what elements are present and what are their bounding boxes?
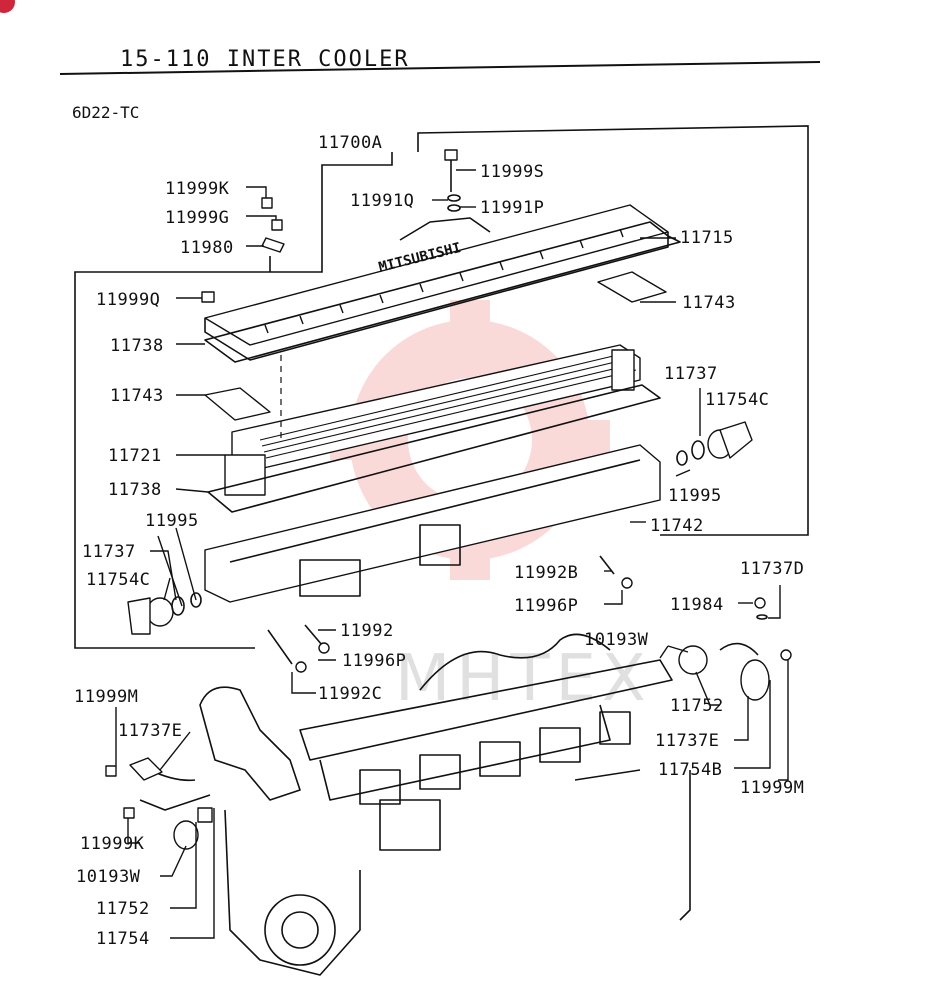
leader-lines bbox=[115, 169, 789, 939]
callout-11992B: 11992B bbox=[514, 563, 578, 583]
callout-11738-upper: 11738 bbox=[110, 336, 164, 356]
callout-11700A: 11700A bbox=[318, 133, 382, 153]
callout-11737E-left: 11737E bbox=[118, 721, 182, 741]
callout-11999K: 11999K bbox=[165, 179, 230, 199]
callout-11996P-left: 11996P bbox=[342, 651, 406, 671]
callout-11980: 11980 bbox=[180, 238, 234, 258]
callout-11992C: 11992C bbox=[318, 684, 382, 704]
assembly-bracket-left bbox=[74, 152, 393, 649]
bolts bbox=[201, 149, 768, 673]
outlet-11754C-left bbox=[127, 592, 202, 635]
gasket-11738-lower bbox=[207, 384, 661, 513]
callout-11992: 11992 bbox=[340, 621, 394, 641]
callout-11721: 11721 bbox=[108, 446, 162, 466]
gasket-11738-upper bbox=[204, 221, 681, 363]
callout-11715: 11715 bbox=[680, 228, 734, 248]
callout-11737D: 11737D bbox=[740, 559, 804, 579]
callout-11999M-left: 11999M bbox=[74, 687, 138, 707]
engine-block bbox=[105, 686, 691, 976]
callout-11999G: 11999G bbox=[165, 208, 229, 228]
model-label: 6D22-TC bbox=[72, 103, 139, 122]
callout-11743-left: 11743 bbox=[110, 386, 164, 406]
corner-badge bbox=[0, 0, 15, 13]
callout-11742: 11742 bbox=[650, 516, 704, 536]
callout-11995-right: 11995 bbox=[668, 486, 722, 506]
callout-11743-right: 11743 bbox=[682, 293, 736, 313]
callout-11752-left: 11752 bbox=[96, 899, 150, 919]
callout-11999M-right: 11999M bbox=[740, 778, 804, 798]
callout-labels: 11700A 11999S 11999K 11991Q 11991P 11999… bbox=[74, 133, 804, 949]
callout-11737-left: 11737 bbox=[82, 542, 136, 562]
callout-11737-right: 11737 bbox=[664, 364, 718, 384]
plate-11743-right bbox=[597, 271, 667, 303]
callout-11999K-lower: 11999K bbox=[80, 834, 145, 854]
manifold bbox=[299, 633, 792, 805]
assembly-bracket-right bbox=[417, 125, 809, 536]
callout-10193W-right: 10193W bbox=[584, 630, 649, 650]
watermark-text: MHTEX bbox=[395, 642, 652, 716]
callout-11754B: 11754B bbox=[658, 760, 722, 780]
title-rule bbox=[59, 61, 821, 75]
callout-11737E-right: 11737E bbox=[655, 731, 719, 751]
callout-11999S: 11999S bbox=[480, 162, 544, 182]
callout-11995-left: 11995 bbox=[145, 511, 199, 531]
callout-11999Q: 11999Q bbox=[96, 290, 160, 310]
callout-11991P: 11991P bbox=[480, 198, 544, 218]
plate-11743-left bbox=[204, 387, 271, 421]
section-title: 15-110 INTER COOLER bbox=[120, 47, 410, 72]
callout-11754C-left: 11754C bbox=[86, 570, 150, 590]
callout-11991Q: 11991Q bbox=[350, 191, 414, 211]
callout-11738-lower: 11738 bbox=[108, 480, 162, 500]
callout-11996P-right: 11996P bbox=[514, 596, 578, 616]
core-11721 bbox=[224, 344, 641, 496]
callout-11754: 11754 bbox=[96, 929, 150, 949]
outlet-11754C-right bbox=[676, 421, 753, 466]
callout-11984: 11984 bbox=[670, 595, 724, 615]
callout-11752-right: 11752 bbox=[670, 696, 724, 716]
case-11742 bbox=[204, 444, 661, 603]
callout-11754C-right: 11754C bbox=[705, 390, 769, 410]
callout-10193W-left: 10193W bbox=[76, 867, 141, 887]
